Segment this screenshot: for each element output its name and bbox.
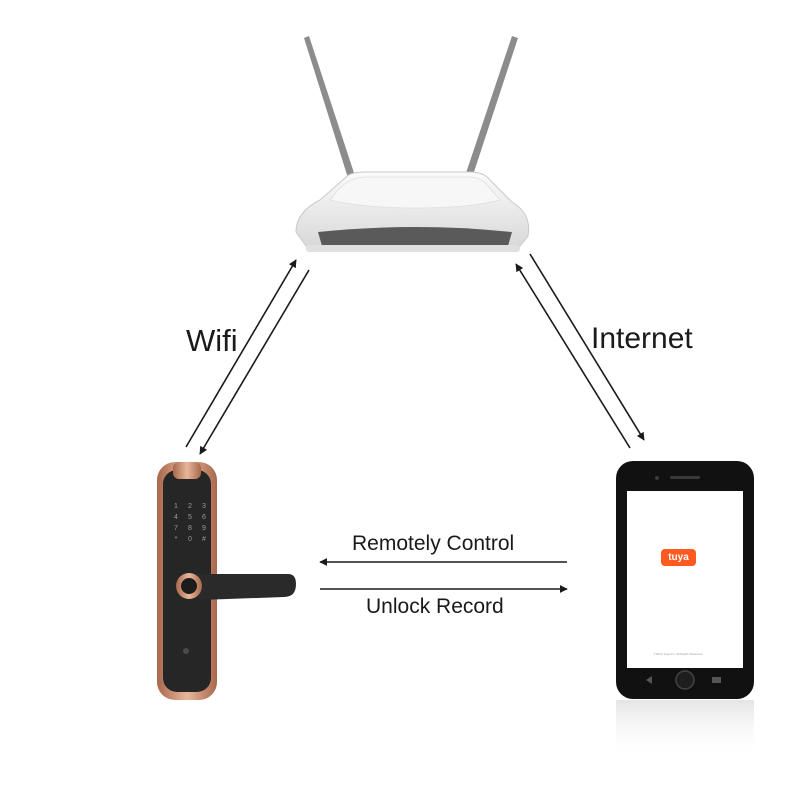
remote-control-label: Remotely Control [352, 532, 514, 556]
phone-camera-icon [655, 476, 659, 480]
keypad-key: 7 [174, 525, 178, 532]
tuya-app-logo: tuya [661, 549, 696, 566]
smartphone-illustration [616, 461, 754, 760]
internet-arrow-up [516, 264, 630, 448]
phone-reflection [616, 700, 754, 760]
fingerprint-sensor-icon [181, 578, 197, 594]
keypad-key: 5 [188, 514, 192, 521]
lock-mic-icon [183, 648, 189, 654]
lock-top-cap [173, 462, 201, 479]
keypad-key: # [202, 536, 206, 543]
phone-menu-icon [712, 677, 721, 683]
unlock-record-label: Unlock Record [366, 595, 504, 619]
router-antenna-left [304, 36, 355, 178]
lock-handle-lever [190, 574, 296, 600]
keypad-key: 9 [202, 525, 206, 532]
wifi-arrow-down [200, 270, 309, 454]
router-top-panel [330, 177, 500, 208]
keypad-key: 3 [202, 503, 206, 510]
phone-speaker [670, 476, 700, 479]
keypad-key: 0 [188, 536, 192, 543]
router-illustration [296, 36, 529, 252]
keypad-key: 8 [188, 525, 192, 532]
phone-footer-text: ©2019 Tuya Inc. All Rights Reserved [648, 652, 708, 656]
wifi-label: Wifi [186, 323, 238, 359]
phone-screen [627, 491, 743, 668]
keypad-key: 1 [174, 503, 178, 510]
internet-label: Internet [591, 322, 693, 356]
smart-door-lock-illustration: 1 2 3 4 5 6 7 8 9 * 0 # [157, 462, 296, 700]
router-base [306, 245, 520, 252]
keypad-key: 6 [202, 514, 206, 521]
router-vent-grille [318, 227, 512, 246]
phone-home-button [676, 671, 694, 689]
keypad-key: * [175, 536, 178, 543]
keypad-key: 4 [174, 514, 178, 521]
router-antenna-right [465, 36, 518, 178]
keypad-key: 2 [188, 503, 192, 510]
